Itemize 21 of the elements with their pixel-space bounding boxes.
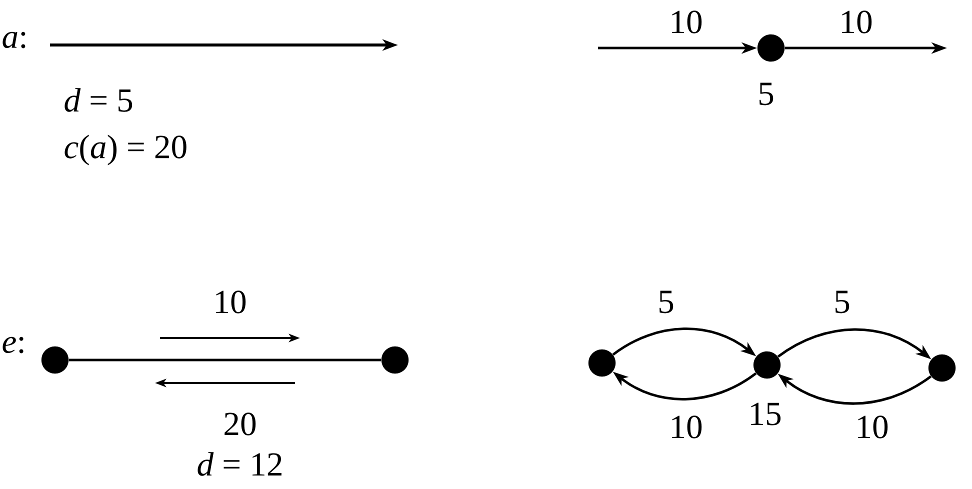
math-label: d = 12 <box>198 452 282 476</box>
edge-label: 10 <box>854 414 890 440</box>
edge-label: 10 <box>838 9 874 35</box>
edge-label: 10 <box>668 414 704 440</box>
math-label: d = 5 <box>64 88 132 112</box>
vertex-label: 5 <box>760 82 774 106</box>
vertex-dot <box>588 349 616 377</box>
vertex-dot <box>757 34 785 62</box>
math-label: a: <box>2 32 26 48</box>
vertex-label: 15 <box>751 402 781 426</box>
vertex-dot <box>753 351 781 379</box>
edge-label: 5 <box>832 289 852 315</box>
vertex-dot <box>928 354 956 382</box>
edge-label: 10 <box>668 9 704 35</box>
math-label: 20 <box>224 412 256 436</box>
vertex-dot <box>381 346 409 374</box>
edge-label: 5 <box>656 289 676 315</box>
math-label: e: <box>2 336 24 354</box>
math-label: 10 <box>216 290 246 314</box>
math-label: c(a) = 20 <box>64 134 186 166</box>
vertex-dot <box>41 346 69 374</box>
